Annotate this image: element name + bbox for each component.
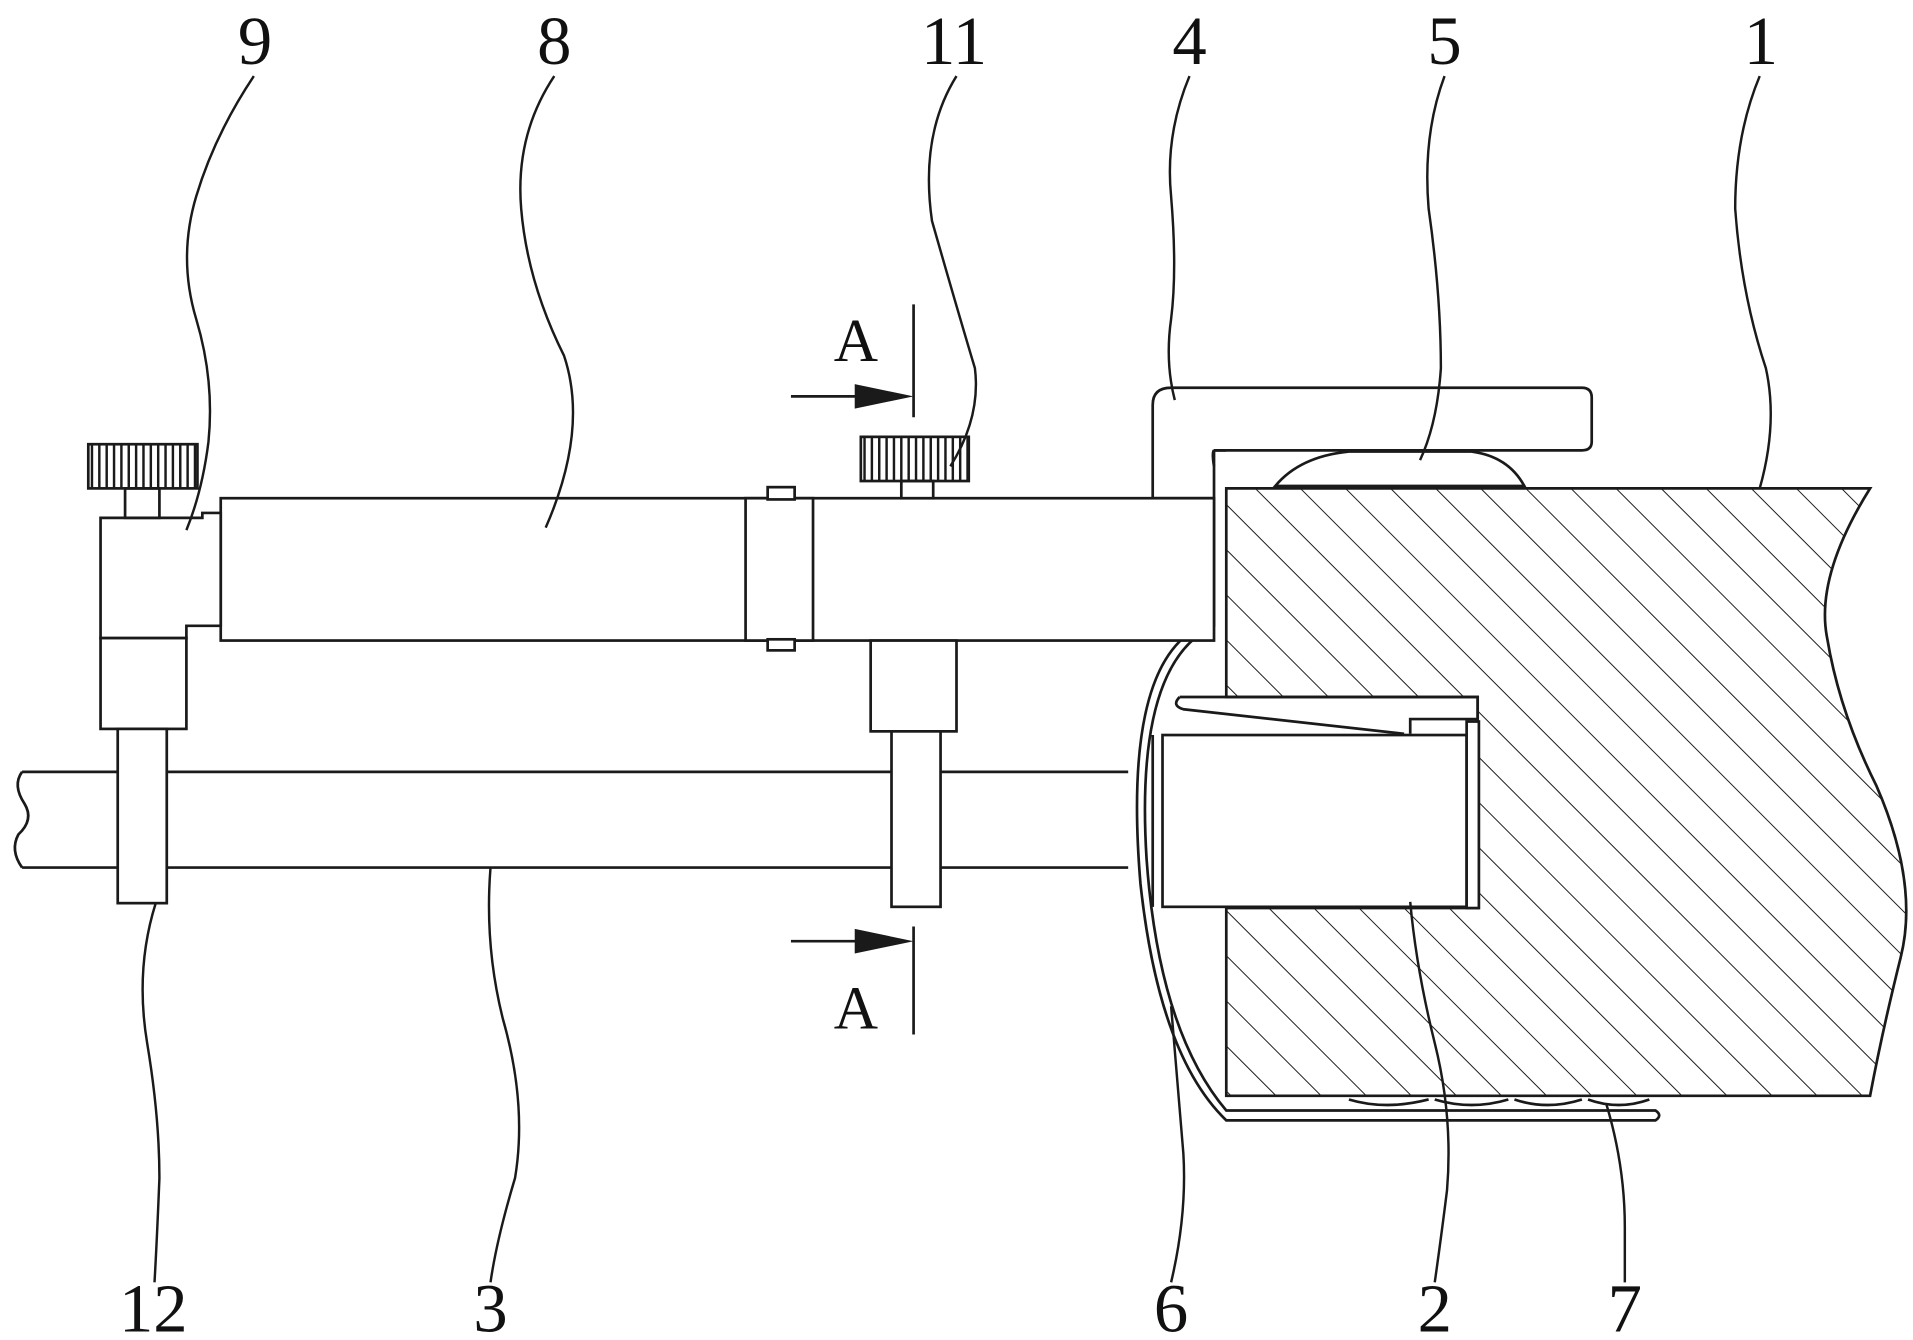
label-4: 4 <box>1172 3 1206 79</box>
leader-lines <box>141 75 1772 1283</box>
main-beam <box>219 496 1216 642</box>
label-7: 7 <box>1608 1270 1642 1340</box>
left-post <box>116 727 169 905</box>
coupling-sleeve <box>744 485 815 652</box>
label-6: 6 <box>1154 1270 1188 1340</box>
label-8: 8 <box>537 3 571 79</box>
bottom-labels: 12 3 6 2 7 <box>119 1270 1642 1340</box>
middle-knob <box>859 435 971 500</box>
section-label-lower: A <box>834 974 878 1042</box>
label-12: 12 <box>119 1270 188 1340</box>
label-9: 9 <box>238 3 272 79</box>
section-label-upper: A <box>834 307 878 375</box>
workpiece-body <box>1224 487 1908 1098</box>
spring-clip <box>1174 695 1480 736</box>
left-knob <box>86 442 199 490</box>
bottom-pads <box>1348 1098 1650 1107</box>
rod <box>13 770 1129 869</box>
section-marker: A A <box>790 304 915 1042</box>
middle-post <box>869 639 958 909</box>
label-3: 3 <box>473 1270 507 1340</box>
label-2: 2 <box>1418 1270 1452 1340</box>
pressure-pad <box>1272 450 1527 488</box>
label-11: 11 <box>921 3 987 79</box>
end-block <box>99 487 223 731</box>
top-labels: 9 8 11 4 5 1 <box>238 3 1778 79</box>
label-1: 1 <box>1744 3 1778 79</box>
label-5: 5 <box>1427 3 1461 79</box>
clamp-arm <box>1151 386 1594 501</box>
insert-block <box>1151 720 1481 910</box>
